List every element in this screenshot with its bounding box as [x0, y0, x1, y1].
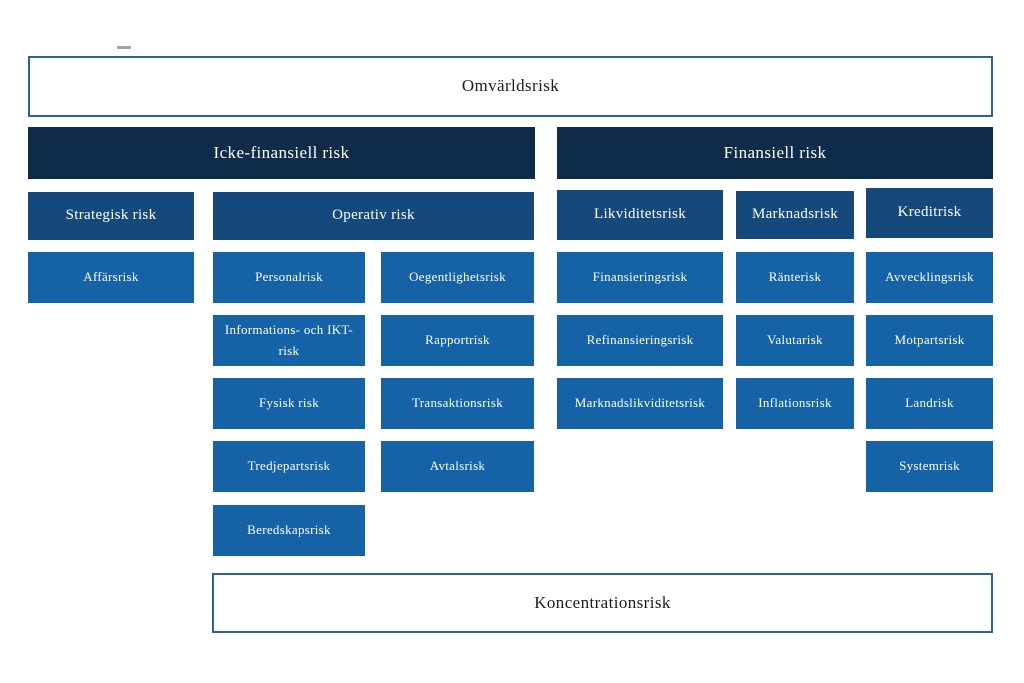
risk-box-ranterisk: Ränterisk	[736, 252, 854, 303]
risk-box-fysisk-risk: Fysisk risk	[213, 378, 365, 429]
strategisk-risk-header: Strategisk risk	[28, 192, 194, 240]
risk-box-transaktionsrisk: Transaktionsrisk	[381, 378, 534, 429]
risk-box-valutarisk: Valutarisk	[736, 315, 854, 366]
risk-box-oegentlighetsrisk: Oegentlighetsrisk	[381, 252, 534, 303]
risk-box-refinansieringsrisk: Refinansieringsrisk	[557, 315, 723, 366]
omvarldsrisk-box: Omvärldsrisk	[28, 56, 993, 117]
finansiell-risk-header: Finansiell risk	[557, 127, 993, 179]
risk-box-informations-ikt-risk: Informations- och IKT-risk	[213, 315, 365, 366]
risk-box-motpartsrisk: Motpartsrisk	[866, 315, 993, 366]
risk-box-avtalsrisk: Avtalsrisk	[381, 441, 534, 492]
risk-box-finansieringsrisk: Finansieringsrisk	[557, 252, 723, 303]
risk-box-avvecklingsrisk: Avvecklingsrisk	[866, 252, 993, 303]
marknadsrisk-header: Marknadsrisk	[736, 191, 854, 239]
risk-box-affarsrisk: Affärsrisk	[28, 252, 194, 303]
operativ-risk-header: Operativ risk	[213, 192, 534, 240]
risk-box-marknadslikviditetsrisk: Marknadslikviditetsrisk	[557, 378, 723, 429]
icke-finansiell-risk-header: Icke-finansiell risk	[28, 127, 535, 179]
koncentrationsrisk-box: Koncentrationsrisk	[212, 573, 993, 633]
risk-box-tredjepartsrisk: Tredjepartsrisk	[213, 441, 365, 492]
kreditrisk-header: Kreditrisk	[866, 188, 993, 238]
risk-box-beredskapsrisk: Beredskapsrisk	[213, 505, 365, 556]
risk-box-inflationsrisk: Inflationsrisk	[736, 378, 854, 429]
risk-box-systemrisk: Systemrisk	[866, 441, 993, 492]
risk-box-rapportrisk: Rapportrisk	[381, 315, 534, 366]
risk-box-personalrisk: Personalrisk	[213, 252, 365, 303]
risk-box-landrisk: Landrisk	[866, 378, 993, 429]
likviditetsrisk-header: Likviditetsrisk	[557, 190, 723, 240]
stray-mark	[117, 46, 131, 49]
